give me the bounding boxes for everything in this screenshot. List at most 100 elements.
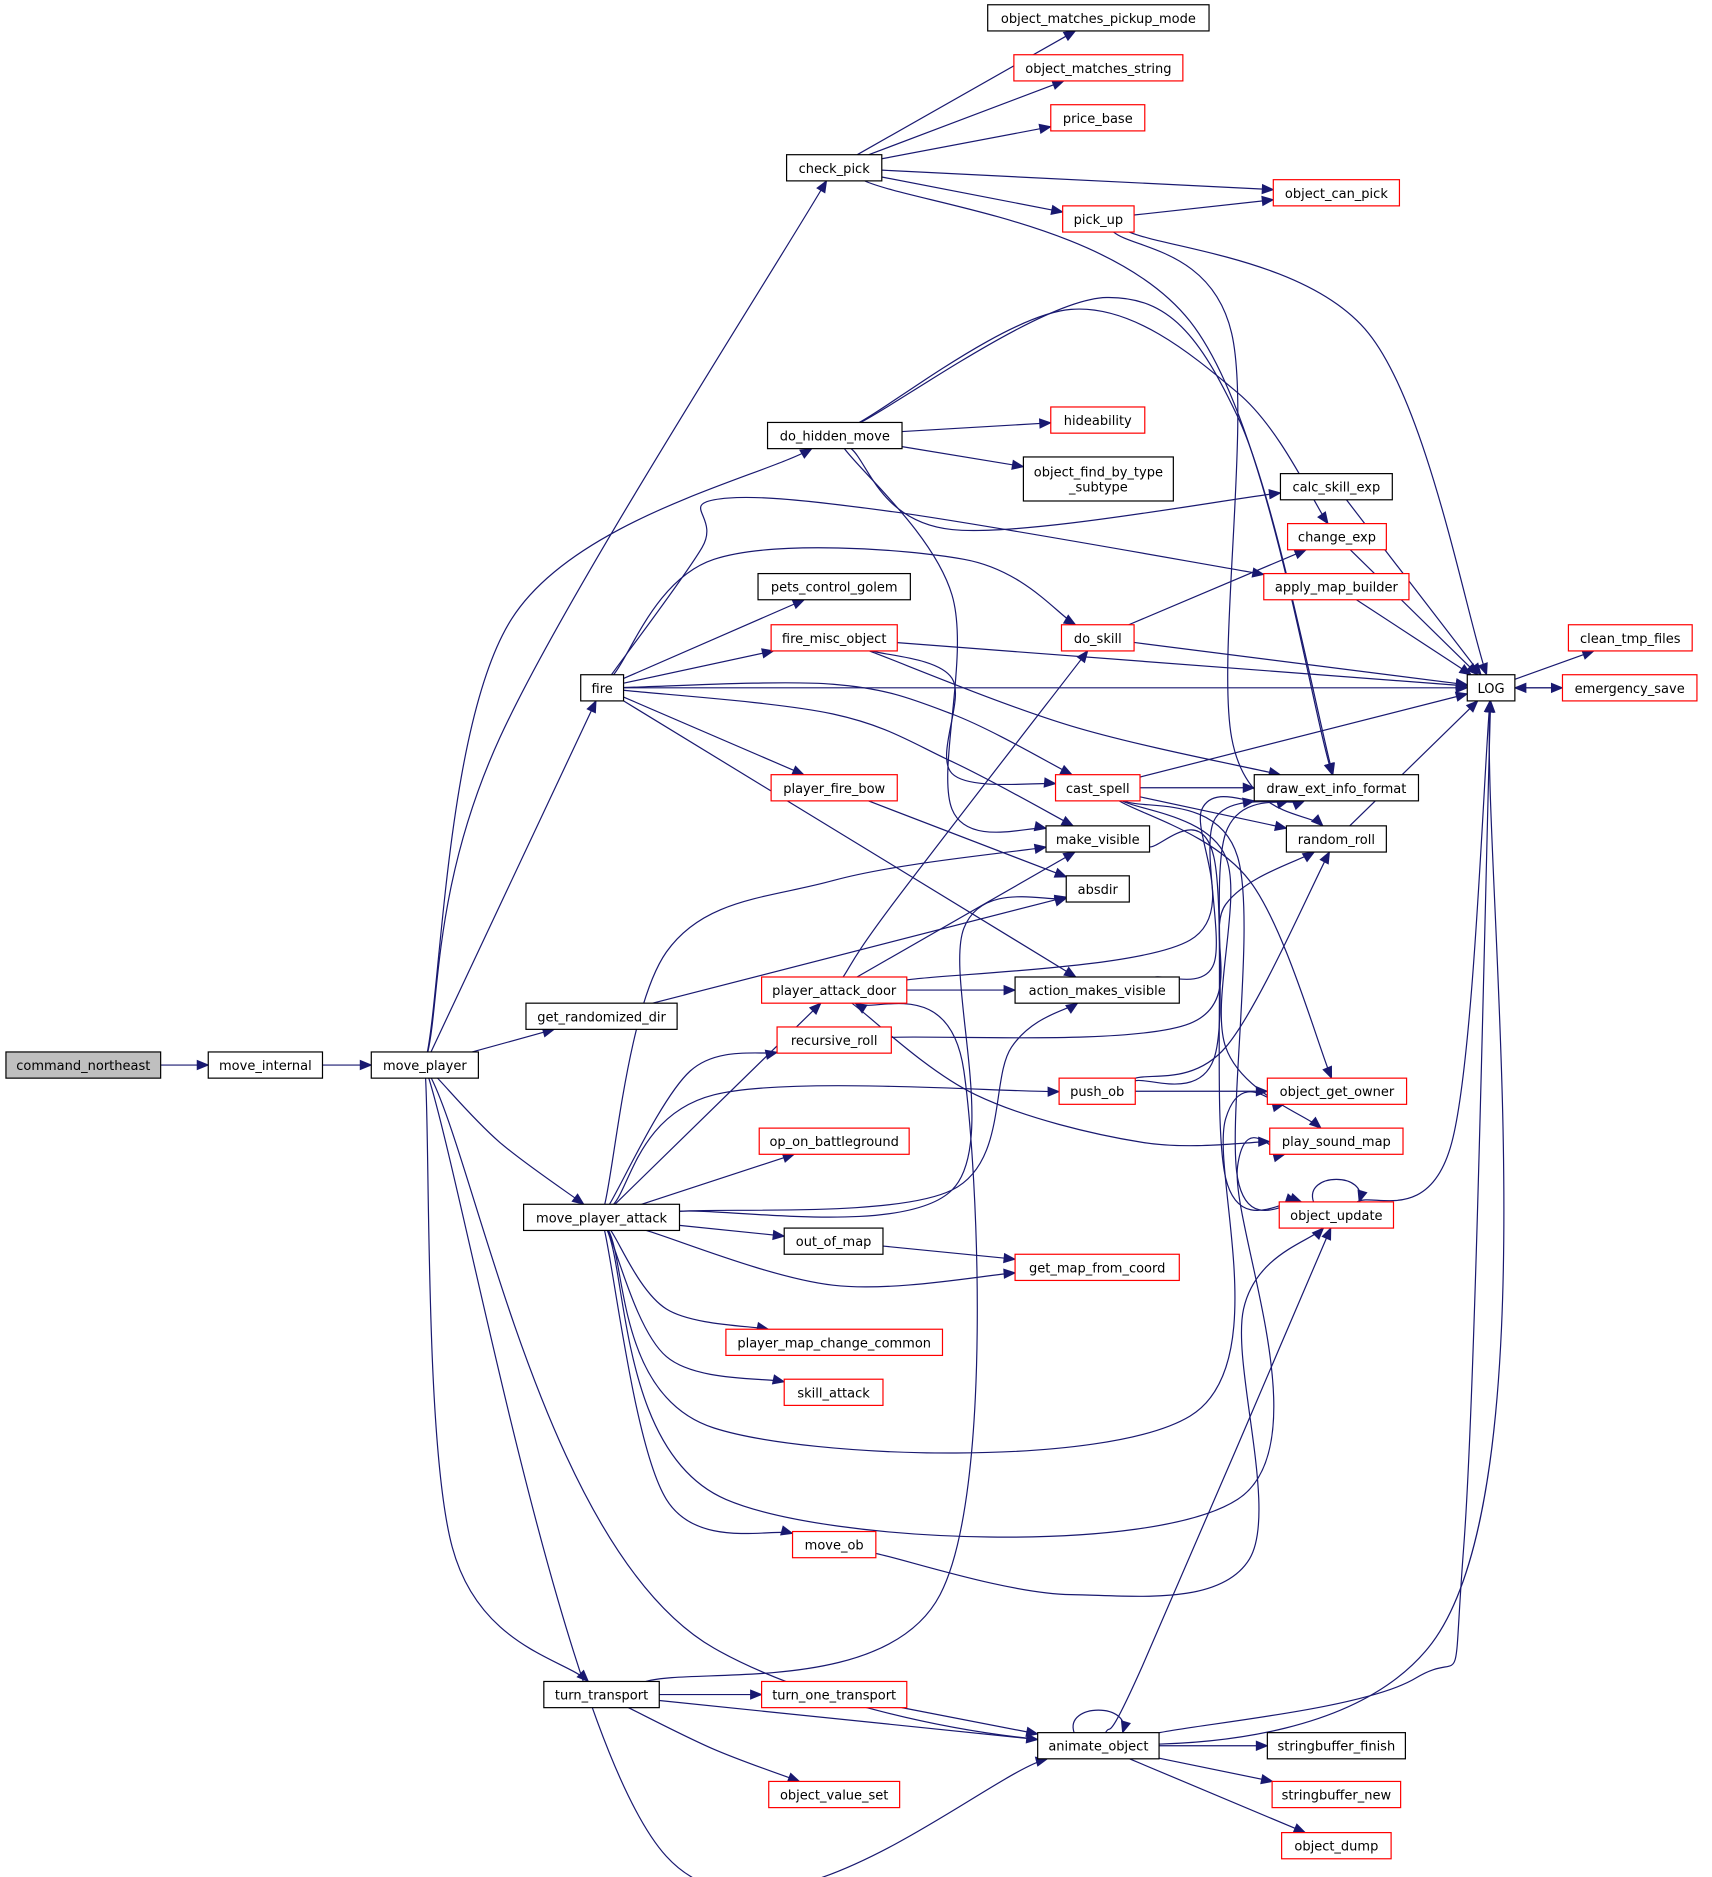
- node-action-makes-visible[interactable]: action_makes_visible: [1014, 976, 1180, 1004]
- node-box: [725, 1328, 944, 1357]
- node-object-get-owner[interactable]: object_get_owner: [1266, 1077, 1408, 1105]
- node-player-fire-bow[interactable]: player_fire_bow: [770, 774, 898, 802]
- edge-line: [1129, 231, 1488, 675]
- node-change-exp[interactable]: change_exp: [1286, 522, 1387, 551]
- node-object-matches-pickup-mode[interactable]: object_matches_pickup_mode: [987, 4, 1210, 32]
- node-object-find-by-type-subtype[interactable]: object_find_by_type_subtype: [1022, 456, 1174, 502]
- edge-move_player-to-do_hidden_move: [426, 447, 813, 1053]
- node-price-base[interactable]: price_base: [1050, 104, 1146, 132]
- edge-line: [608, 1051, 778, 1205]
- node-absdir[interactable]: absdir: [1065, 875, 1130, 903]
- node-make-visible[interactable]: make_visible: [1045, 825, 1151, 853]
- edge-fire_misc_object-to-cast_spell: [872, 650, 1057, 788]
- node-box: [760, 976, 908, 1004]
- node-move-player-attack[interactable]: move_player_attack: [522, 1203, 681, 1232]
- node-move-player[interactable]: move_player: [370, 1051, 479, 1079]
- edge-line: [869, 650, 1281, 776]
- edge-do_skill-to-LOG: [1133, 641, 1469, 689]
- node-pick-up[interactable]: pick_up: [1062, 205, 1135, 233]
- edge-line: [1139, 796, 1287, 829]
- node-label: turn_one_transport: [772, 1689, 896, 1704]
- edge-turn_transport-to-turn_one_transport: [659, 1689, 763, 1700]
- edge-arrowhead: [1050, 204, 1064, 216]
- edge-line: [1356, 599, 1472, 676]
- node-move-internal[interactable]: move_internal: [207, 1051, 324, 1079]
- node-box: [1285, 825, 1387, 853]
- edge-move_player-to-check_pick: [427, 179, 828, 1053]
- node-label: get_randomized_dir: [537, 1010, 666, 1025]
- node-out-of-map[interactable]: out_of_map: [783, 1227, 884, 1255]
- node-animate-object[interactable]: animate_object: [1037, 1732, 1160, 1760]
- edge-check_pick-to-price_base: [881, 123, 1053, 160]
- edge-player_fire_bow-to-absdir: [868, 800, 1068, 878]
- node-do-skill[interactable]: do_skill: [1060, 624, 1135, 652]
- node-box: [1037, 1732, 1160, 1760]
- node-label: object_matches_pickup_mode: [1001, 12, 1196, 27]
- edge-arrowhead: [1321, 1226, 1332, 1241]
- edge-line: [881, 126, 1051, 160]
- node-play-sound-map[interactable]: play_sound_map: [1269, 1127, 1404, 1155]
- node-calc-skill-exp[interactable]: calc_skill_exp: [1279, 473, 1393, 501]
- edge-move_player-to-animate_object: [428, 1077, 1049, 1877]
- edge-move_player_attack-to-out_of_map: [679, 1224, 786, 1241]
- node-do-hidden-move[interactable]: do_hidden_move: [766, 421, 903, 450]
- edge-line: [613, 1085, 1060, 1205]
- edge-line: [881, 176, 1063, 213]
- node-clean-tmp-files[interactable]: clean_tmp_files: [1567, 624, 1693, 652]
- edge-cast_spell-to-object_get_owner: [1118, 800, 1333, 1080]
- edge-object_update-to-object_update: [1311, 1178, 1368, 1204]
- node-draw-ext-info-format[interactable]: draw_ext_info_format: [1253, 774, 1420, 802]
- node-move-ob[interactable]: move_ob: [791, 1530, 877, 1559]
- edge-arrowhead: [764, 1049, 779, 1060]
- node-box: [1050, 104, 1146, 132]
- node-object-update[interactable]: object_update: [1278, 1201, 1395, 1229]
- node-label: player_fire_bow: [783, 782, 885, 797]
- edge-line: [606, 1137, 1285, 1538]
- node-object-value-set[interactable]: object_value_set: [768, 1780, 901, 1809]
- node-emergency-save[interactable]: emergency_save: [1561, 674, 1698, 702]
- node-stringbuffer-new[interactable]: stringbuffer_new: [1271, 1780, 1402, 1809]
- node-object-matches-string[interactable]: object_matches_string: [1013, 54, 1184, 82]
- edge-arrowhead: [1308, 1116, 1322, 1129]
- edge-fire_misc_object-to-LOG: [897, 642, 1469, 691]
- edge-emergency_save-to-LOG: [1513, 682, 1563, 694]
- edge-arrowhead: [1033, 843, 1048, 855]
- node-turn-transport[interactable]: turn_transport: [543, 1680, 660, 1709]
- node-op-on-battleground[interactable]: op_on_battleground: [758, 1127, 910, 1155]
- edge-line: [604, 846, 1047, 1205]
- node-box: [770, 624, 898, 652]
- node-turn-one-transport[interactable]: turn_one_transport: [760, 1680, 908, 1709]
- node-skill-attack[interactable]: skill_attack: [783, 1378, 884, 1406]
- edge-arrowhead: [1291, 800, 1306, 811]
- edge-arrowhead: [1003, 1252, 1017, 1264]
- node-push-ob[interactable]: push_ob: [1058, 1077, 1136, 1105]
- node-pets-control-golem[interactable]: pets_control_golem: [757, 572, 911, 601]
- edge-line: [623, 700, 1077, 978]
- node-command-northeast[interactable]: command_northeast: [5, 1051, 162, 1079]
- node-recursive-roll[interactable]: recursive_roll: [776, 1026, 892, 1054]
- node-label: calc_skill_exp: [1293, 481, 1381, 496]
- node-stringbuffer-finish[interactable]: stringbuffer_finish: [1266, 1732, 1406, 1760]
- node-apply-map-builder[interactable]: apply_map_builder: [1263, 572, 1410, 601]
- node-LOG[interactable]: LOG: [1466, 674, 1516, 702]
- node-fire[interactable]: fire: [580, 674, 625, 702]
- node-label: price_base: [1063, 112, 1133, 127]
- edge-arrowhead: [1038, 123, 1053, 135]
- edge-move_player_attack-to-make_visible: [604, 843, 1048, 1205]
- node-get-randomized-dir[interactable]: get_randomized_dir: [525, 1002, 678, 1030]
- edge-line: [437, 1077, 585, 1205]
- node-random-roll[interactable]: random_roll: [1285, 825, 1387, 853]
- edge-move_player-to-turn_transport: [424, 1078, 590, 1683]
- node-fire-misc-object[interactable]: fire_misc_object: [770, 624, 898, 652]
- node-hideability[interactable]: hideability: [1050, 406, 1146, 434]
- node-box: [370, 1051, 479, 1079]
- edge-arrowhead: [1062, 851, 1077, 863]
- node-object-dump[interactable]: object_dump: [1281, 1831, 1392, 1860]
- node-player-attack-door[interactable]: player_attack_door: [760, 976, 908, 1004]
- node-player-map-change-common[interactable]: player_map_change_common: [725, 1328, 944, 1357]
- edge-move_player_attack-to-op_on_battleground: [641, 1152, 796, 1205]
- node-object-can-pick[interactable]: object_can_pick: [1272, 179, 1401, 207]
- node-cast-spell[interactable]: cast_spell: [1054, 774, 1141, 802]
- node-check-pick[interactable]: check_pick: [785, 154, 883, 182]
- node-get-map-from-coord[interactable]: get_map_from_coord: [1014, 1253, 1180, 1282]
